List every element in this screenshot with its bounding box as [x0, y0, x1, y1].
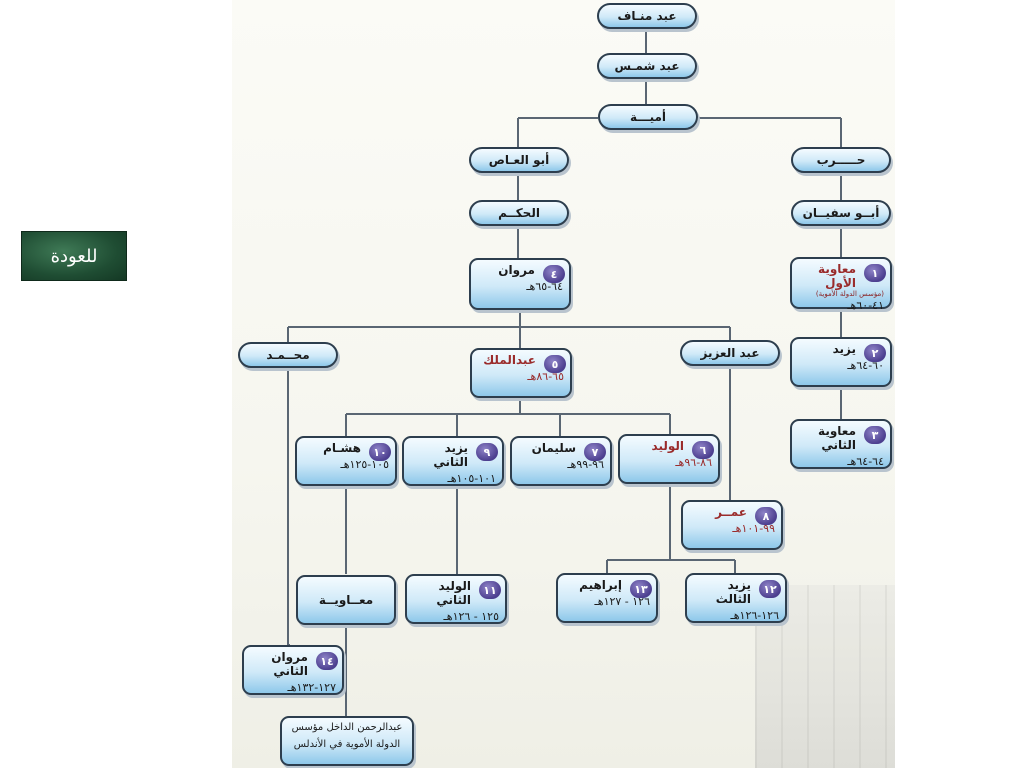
caliph-name: عبدالملك — [483, 353, 536, 367]
caliph-number-badge: ٨ — [755, 507, 777, 525]
caliph-name: الوليد الثاني — [436, 579, 471, 607]
caliph-dates: ١٢٥ - ١٢٦هـ — [443, 610, 499, 623]
node-abu-sufyan: أبــو سفيــان — [791, 200, 891, 226]
caliph-dates: ٨٦-٩٦هـ — [675, 456, 712, 469]
caliph-name: عمــر — [715, 505, 747, 519]
caliph-dates: ١٢٦ - ١٢٧هـ — [594, 595, 650, 608]
caliph-2: ٢ يزيد ٦٠-٦٤هـ — [790, 337, 892, 387]
caliph-13: ١٣ إبراهيم ١٢٦ - ١٢٧هـ — [556, 573, 658, 623]
caliph-dates: ٦٥-٨٦هـ — [527, 370, 564, 383]
caliph-name: يزيد الثاني — [433, 441, 468, 469]
caliph-10: ١٠ هشـام ١٠٥-١٢٥هـ — [295, 436, 397, 486]
caliph-dates: ١٠١-١٠٥هـ — [447, 472, 496, 485]
caliph-12: ١٢ يزيد الثالث ١٢٦-١٢٦هـ — [685, 573, 787, 623]
node-muhammad: محــمـد — [238, 342, 338, 368]
caliph-number-badge: ٢ — [864, 344, 886, 362]
caliph-number-badge: ٧ — [584, 443, 606, 461]
caliph-14: ١٤ مروان الثاني ١٢٧-١٣٢هـ — [242, 645, 344, 695]
caliph-name: سليمان — [531, 441, 576, 455]
node-muawiya-son: معــاويــة — [296, 575, 396, 625]
caliph-number-badge: ١٤ — [316, 652, 338, 670]
caliph-6: ٦ الوليد ٨٦-٩٦هـ — [618, 434, 720, 484]
caliph-3: ٣ معاوية الثاني ٦٤-٦٤هـ — [790, 419, 892, 469]
caliph-name: هشـام — [323, 441, 361, 455]
node-abd-shams: عبد شمـس — [597, 53, 697, 79]
caliph-name: يزيد — [832, 342, 856, 356]
caliph-note: (مؤسس الدولة الأموية) — [815, 290, 884, 298]
caliph-5: ٥ عبدالملك ٦٥-٨٦هـ — [470, 348, 572, 398]
caliph-number-badge: ١١ — [479, 581, 501, 599]
caliph-dates: ٩٦-٩٩هـ — [567, 458, 604, 471]
caliph-dates: ٦٤-٦٤هـ — [847, 455, 884, 468]
caliph-number-badge: ١ — [864, 264, 886, 282]
caliph-dates: ١٠٥-١٢٥هـ — [340, 458, 389, 471]
node-abu-al-as: أبو العـاص — [469, 147, 569, 173]
caliph-name: مروان الثاني — [271, 650, 308, 678]
caliph-name: الوليد — [651, 439, 684, 453]
node-al-hakam: الحكــم — [469, 200, 569, 226]
node-harb: حـــــرب — [791, 147, 891, 173]
founder-line-2: الدولة الأموية في الأندلس — [293, 739, 401, 750]
node-abd-manaf: عبد منـاف — [597, 3, 697, 29]
caliph-number-badge: ٥ — [544, 355, 566, 373]
caliph-4: ٤ مروان ٦٤-٦٥هـ — [469, 258, 571, 310]
caliph-dates: ٤١-٦٠هـ — [847, 299, 884, 312]
caliph-dates: ٩٩-١٠١هـ — [732, 522, 775, 535]
caliph-8: ٨ عمــر ٩٩-١٠١هـ — [681, 500, 783, 550]
node-umayya: أميـــة — [598, 104, 698, 130]
caliph-name: معاوية الأول — [818, 262, 856, 290]
caliph-1: ١ معاوية الأول (مؤسس الدولة الأموية) ٤١-… — [790, 257, 892, 312]
caliph-number-badge: ١٢ — [759, 580, 781, 598]
caliph-name: معاوية الثاني — [818, 424, 856, 452]
caliph-11: ١١ الوليد الثاني ١٢٥ - ١٢٦هـ — [405, 574, 507, 624]
caliph-number-badge: ٤ — [543, 265, 565, 283]
caliph-name: مروان — [498, 263, 535, 277]
caliph-7: ٧ سليمان ٩٦-٩٩هـ — [510, 436, 612, 486]
caliph-dates: ١٢٧-١٣٢هـ — [287, 681, 336, 694]
caliph-name: يزيد الثالث — [715, 578, 751, 606]
founder-line-1: عبدالرحمن الداخل مؤسس — [291, 722, 403, 733]
caliph-dates: ٦٤-٦٥هـ — [526, 280, 563, 293]
node-abd-al-aziz: عبد العزيز — [680, 340, 780, 366]
caliph-number-badge: ٦ — [692, 441, 714, 459]
node-abd-al-rahman-founder: عبدالرحمن الداخل مؤسس الدولة الأموية في … — [280, 716, 414, 766]
back-button[interactable]: للعودة — [21, 231, 127, 281]
caliph-number-badge: ٣ — [864, 426, 886, 444]
caliph-dates: ٦٠-٦٤هـ — [847, 359, 884, 372]
caliph-dates: ١٢٦-١٢٦هـ — [730, 609, 779, 622]
caliph-number-badge: ٩ — [476, 443, 498, 461]
caliph-number-badge: ١٣ — [630, 580, 652, 598]
caliph-number-badge: ١٠ — [369, 443, 391, 461]
caliph-name: إبراهيم — [579, 578, 622, 592]
caliph-9: ٩ يزيد الثاني ١٠١-١٠٥هـ — [402, 436, 504, 486]
